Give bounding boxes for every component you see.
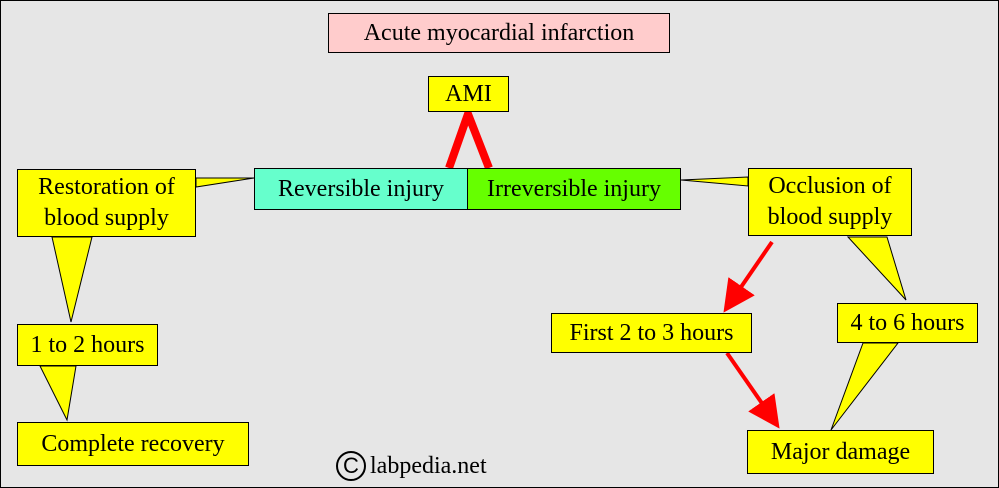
copyright-icon: C xyxy=(336,451,366,481)
major-damage-box: Major damage xyxy=(747,430,934,474)
occlusion-callout-pointer xyxy=(680,176,749,187)
restoration-line-1: Restoration of xyxy=(38,174,175,200)
occlusion-box: Occlusion of blood supply xyxy=(748,168,912,236)
watermark-text: labpedia.net xyxy=(370,452,487,479)
title-box: Acute myocardial infarction xyxy=(328,13,670,53)
four-to-six-hours-box: 4 to 6 hours xyxy=(837,303,978,343)
irreversible-injury-box: Irreversible injury xyxy=(467,168,681,210)
four-to-six-callout-pointer xyxy=(846,236,907,301)
complete-recovery-box: Complete recovery xyxy=(17,422,249,466)
reversible-injury-box: Reversible injury xyxy=(254,168,468,210)
restoration-callout-pointer xyxy=(195,177,255,188)
occlusion-line-1: Occlusion of xyxy=(768,173,892,199)
first-two-to-three-hours-box: First 2 to 3 hours xyxy=(551,313,752,353)
ami-box: AMI xyxy=(428,76,509,112)
ami-split-connector xyxy=(445,102,493,170)
restoration-box: Restoration of blood supply xyxy=(17,169,196,237)
watermark: C labpedia.net xyxy=(336,448,487,484)
occlusion-line-2: blood supply xyxy=(767,204,893,230)
major-damage-callout-pointer xyxy=(830,342,900,431)
one-to-two-hours-box: 1 to 2 hours xyxy=(17,324,158,366)
one-to-two-callout-pointer xyxy=(51,236,93,323)
restoration-line-2: blood supply xyxy=(44,205,169,231)
first-hours-to-major-damage-arrow xyxy=(725,351,780,429)
occlusion-to-first-hours-arrow xyxy=(723,240,774,313)
complete-recovery-callout-pointer xyxy=(39,365,77,422)
